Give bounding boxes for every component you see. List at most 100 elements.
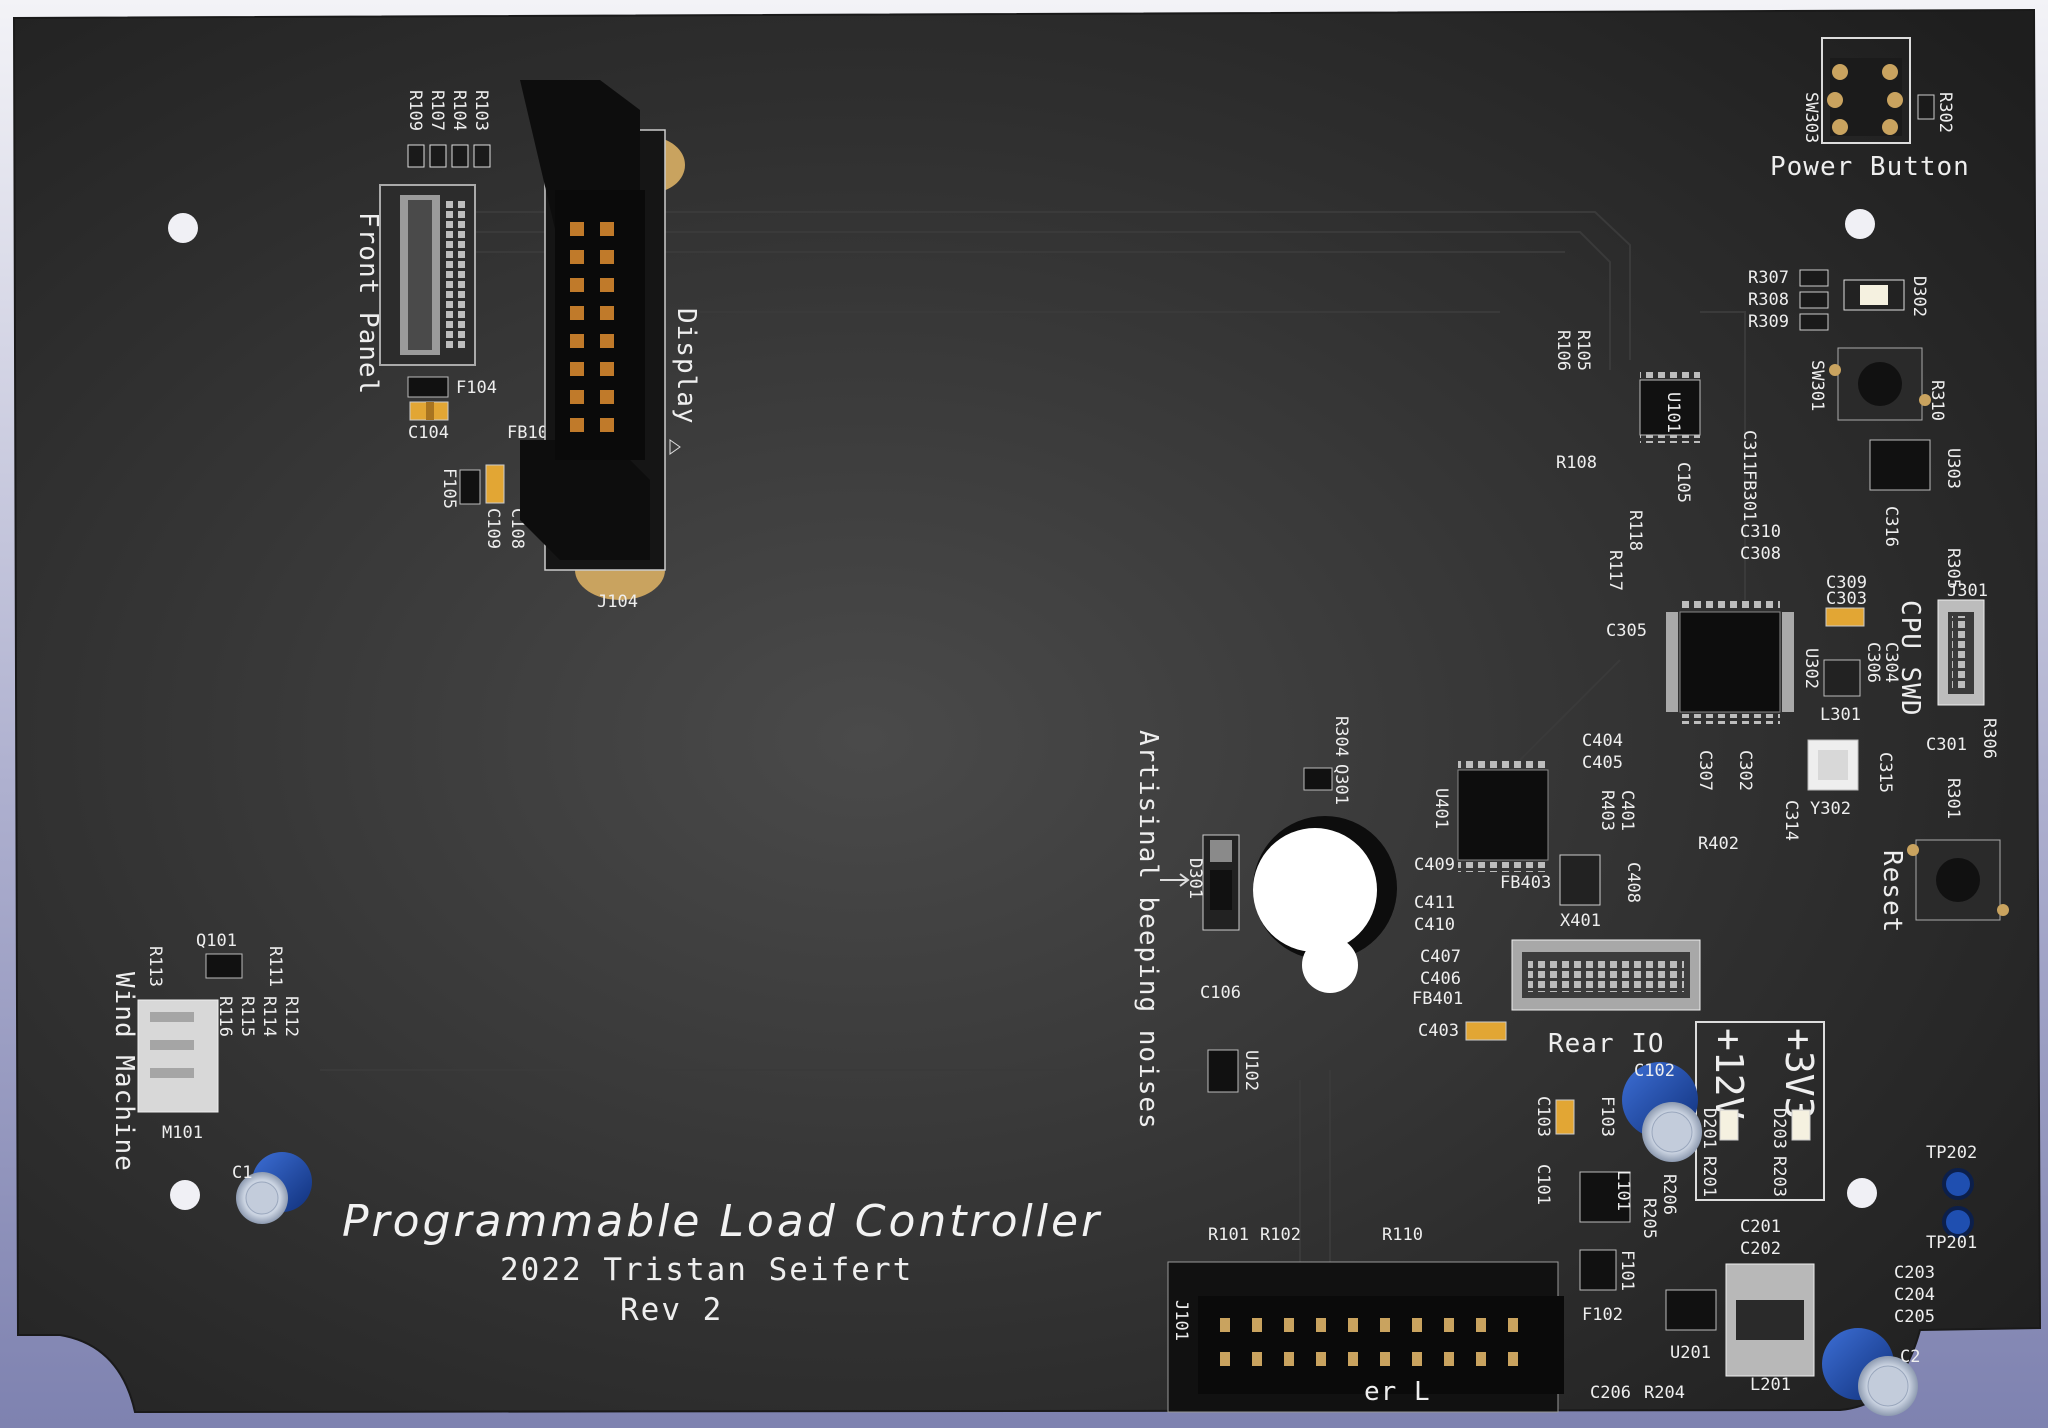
q301-label: Q301 bbox=[1331, 764, 1351, 805]
c315-label: C315 bbox=[1875, 752, 1895, 793]
d301-diode bbox=[1202, 834, 1240, 931]
svg-text:R117: R117 bbox=[1605, 550, 1625, 591]
svg-text:R104: R104 bbox=[449, 90, 469, 131]
r101-label: R101 bbox=[1208, 1225, 1249, 1245]
copper-traces bbox=[320, 211, 1746, 1280]
y302-label: Y302 bbox=[1810, 799, 1851, 819]
c105-label: C105 bbox=[1673, 462, 1693, 503]
svg-text:U102: U102 bbox=[1241, 1050, 1261, 1091]
svg-text:R114: R114 bbox=[259, 996, 279, 1037]
c409-label: C409 bbox=[1414, 855, 1455, 875]
mounting-hole bbox=[1847, 1178, 1877, 1208]
svg-text:C307: C307 bbox=[1695, 750, 1715, 791]
c103-part bbox=[1555, 1099, 1575, 1135]
board-revision: Rev 2 bbox=[620, 1292, 723, 1328]
artisinal-label: Artisinal beeping noises bbox=[1133, 730, 1163, 1130]
r102-label: R102 bbox=[1260, 1225, 1301, 1245]
f104-label: F104 bbox=[456, 378, 497, 398]
l201-inductor bbox=[1725, 1263, 1815, 1377]
c405-label: C405 bbox=[1582, 753, 1623, 773]
u101-chip bbox=[1639, 372, 1701, 443]
svg-text:C311: C311 bbox=[1739, 430, 1759, 471]
svg-text:C306: C306 bbox=[1863, 642, 1883, 683]
c307-label: C307 bbox=[1695, 750, 1715, 791]
c309-label: C309 bbox=[1826, 573, 1867, 593]
r206-label: R206 bbox=[1659, 1174, 1679, 1215]
r116-label: R116 bbox=[215, 996, 235, 1037]
svg-text:C316: C316 bbox=[1881, 506, 1901, 547]
svg-text:R201: R201 bbox=[1699, 1156, 1719, 1197]
c109-label: C109 bbox=[483, 508, 503, 549]
m101-label: M101 bbox=[162, 1123, 203, 1143]
fb403-label: FB403 bbox=[1500, 873, 1551, 893]
r402-label: R402 bbox=[1698, 834, 1739, 854]
c308-label: C308 bbox=[1740, 544, 1781, 564]
r114-label: R114 bbox=[259, 996, 279, 1037]
sw301-switch bbox=[1829, 347, 1931, 421]
fb401-label: FB401 bbox=[1412, 989, 1463, 1009]
r205-label: R205 bbox=[1639, 1198, 1659, 1239]
svg-text:Wind Machine: Wind Machine bbox=[109, 972, 139, 1172]
c106-label: C106 bbox=[1200, 983, 1241, 1003]
svg-text:R109: R109 bbox=[405, 90, 425, 131]
c411-label: C411 bbox=[1414, 893, 1455, 913]
svg-text:C109: C109 bbox=[483, 508, 503, 549]
c401-label: C401 bbox=[1617, 790, 1637, 831]
svg-text:R304: R304 bbox=[1331, 716, 1351, 757]
j101-label: J101 bbox=[1171, 1300, 1191, 1341]
f101-part bbox=[1579, 1249, 1617, 1291]
d203-label: D203 bbox=[1769, 1108, 1789, 1149]
tp202-point bbox=[1942, 1168, 1974, 1200]
svg-text:Reset: Reset bbox=[1877, 850, 1907, 933]
svg-text:R106: R106 bbox=[1553, 330, 1573, 371]
svg-text:CPU SWD: CPU SWD bbox=[1895, 600, 1925, 717]
svg-text:R306: R306 bbox=[1979, 718, 1999, 759]
j104-label: J104 bbox=[597, 592, 638, 612]
svg-text:SW303: SW303 bbox=[1801, 92, 1821, 143]
svg-text:R111: R111 bbox=[265, 946, 285, 987]
pcb-outline bbox=[12, 8, 2042, 1414]
svg-text:C304: C304 bbox=[1881, 642, 1901, 683]
r109-label: R109 bbox=[405, 90, 425, 131]
svg-text:C408: C408 bbox=[1623, 862, 1643, 903]
mounting-hole bbox=[170, 1180, 200, 1210]
c303-part bbox=[1825, 607, 1865, 627]
plus-3v3-label: +3V3 bbox=[1777, 1028, 1821, 1120]
d301-label: D301 bbox=[1185, 858, 1205, 899]
mounting-hole bbox=[1845, 209, 1875, 239]
c302-label: C302 bbox=[1735, 750, 1755, 791]
c104-part bbox=[409, 401, 449, 421]
r104-label: R104 bbox=[449, 90, 469, 131]
svg-text:R206: R206 bbox=[1659, 1174, 1679, 1215]
r307-label: R307 bbox=[1748, 268, 1789, 288]
fan-connector bbox=[137, 999, 219, 1113]
r310-label: R310 bbox=[1927, 380, 1947, 421]
r103-label: R103 bbox=[471, 90, 491, 131]
fb1-label: FB10 bbox=[507, 423, 548, 443]
svg-text:+12V: +12V bbox=[1707, 1028, 1751, 1120]
svg-text:R113: R113 bbox=[145, 946, 165, 987]
svg-text:U303: U303 bbox=[1943, 448, 1963, 489]
c1-label: C1 bbox=[232, 1163, 252, 1183]
svg-text:R301: R301 bbox=[1943, 778, 1963, 819]
r112-label: R112 bbox=[281, 996, 301, 1037]
c103-label: C103 bbox=[1533, 1096, 1553, 1137]
svg-text:C103: C103 bbox=[1533, 1096, 1553, 1137]
svg-text:+3V3: +3V3 bbox=[1777, 1028, 1821, 1120]
c407-label: C407 bbox=[1420, 947, 1461, 967]
sw303-label: SW303 bbox=[1801, 92, 1821, 143]
c301-label: C301 bbox=[1926, 735, 1967, 755]
sw301-label: SW301 bbox=[1807, 360, 1827, 411]
svg-text:R116: R116 bbox=[215, 996, 235, 1037]
svg-text:R115: R115 bbox=[237, 996, 257, 1037]
svg-text:C401: C401 bbox=[1617, 790, 1637, 831]
svg-text:Artisinal beeping noises: Artisinal beeping noises bbox=[1133, 730, 1163, 1130]
r301-label: R301 bbox=[1943, 778, 1963, 819]
svg-text:D201: D201 bbox=[1699, 1108, 1719, 1149]
svg-text:R107: R107 bbox=[427, 90, 447, 131]
rear-io-label: Rear IO bbox=[1548, 1029, 1665, 1059]
cpu-u302 bbox=[1666, 600, 1794, 724]
c311-label: C311 bbox=[1739, 430, 1759, 471]
svg-text:U401: U401 bbox=[1431, 788, 1451, 829]
